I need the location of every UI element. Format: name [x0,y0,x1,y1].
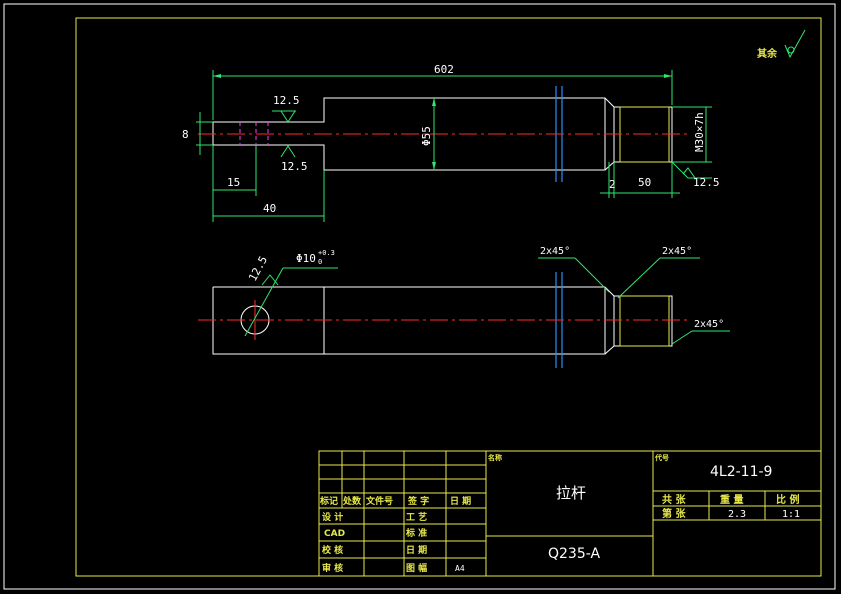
roughness-thread-label: 12.5 [693,176,720,189]
dim-8-label: 8 [182,128,189,141]
tb-paper-size: A4 [455,564,465,573]
hole-tol-upper: +0.3 [318,249,335,257]
dim-thread [672,106,712,163]
title-block-grid [318,450,822,577]
tb-drawing-number: 4L2-11-9 [710,464,772,480]
dim-length-15 [212,145,257,222]
tb-part-name: 拉杆 [556,484,586,502]
tb-info-sheets: 共 张 [662,493,686,506]
tb-header-count: 处数 [342,495,362,507]
hole-tol-lower: 0 [318,258,322,266]
dim-length-2-50 [600,162,680,198]
tb-col2-date: 日 期 [406,544,427,556]
chamfer-2-label: 2x45° [662,246,692,257]
tb-header-sign: 签 字 [407,495,429,507]
tb-code-label: 代号 [654,453,669,462]
tb-weight-value: 2.3 [728,509,746,520]
dim-length-40 [213,170,325,222]
tb-col2-size: 图 幅 [406,562,427,574]
tb-header-mark: 标记 [319,495,338,507]
dim-602-label: 602 [434,63,454,76]
roughness-thread-icon [671,161,712,179]
hole-diameter-label: Φ10 [296,252,316,265]
tb-header-docno: 文件号 [365,495,393,507]
dim-40-label: 40 [263,202,276,215]
roughness-bottom-icon [280,145,296,158]
roughness-top-label: 12.5 [273,94,300,107]
roughness-check-icon [784,29,806,59]
chamfer-leaders [538,257,730,345]
tb-material: Q235-A [548,546,600,562]
dim-slot-height [196,112,213,155]
tb-info-weight: 重 量 [720,493,743,506]
tb-col2-process: 工 艺 [406,511,427,523]
hole-leader [244,267,338,337]
tb-row-review: 审 核 [322,562,343,574]
dim-diameter-label: Φ55 [420,126,433,146]
dim-diameter-main [432,98,436,170]
tb-name-label: 名称 [488,453,502,462]
tb-scale-value: 1:1 [782,509,800,520]
slot-hidden-lines [239,122,269,145]
roughness-bottom-label: 12.5 [281,160,308,173]
chamfer-3-label: 2x45° [694,319,724,330]
outer-border [3,3,836,590]
dim-thread-label: M30×7h [693,112,706,152]
tb-info-scale: 比 例 [776,493,799,506]
roughness-top-icon [272,110,296,123]
tb-row-check: 校 核 [322,544,343,556]
dim-50-label: 50 [638,176,651,189]
tb-row-design: 设 计 [322,511,343,523]
dim-2-label: 2 [609,178,616,191]
tb-sheet-label: 第 张 [662,507,686,520]
tb-row-cad: CAD [324,529,345,539]
tb-header-date: 日 期 [450,495,471,507]
finish-note-text: 其余 [757,47,778,60]
dim-total-length [212,70,673,120]
chamfer-1-label: 2x45° [540,246,570,257]
tb-col2-standard: 标 准 [405,527,427,539]
dim-15-label: 15 [227,176,240,189]
